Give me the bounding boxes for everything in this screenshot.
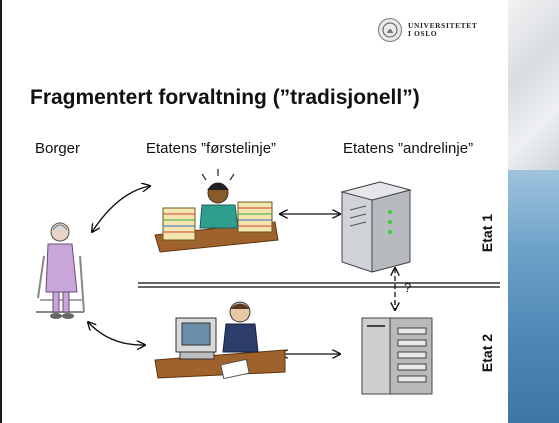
decorative-side-panel [508, 0, 559, 423]
arrow-citizen-agency2 [88, 322, 145, 345]
column-label-citizen: Borger [35, 140, 81, 157]
side-panel-top [508, 0, 559, 170]
stressed-clerk-icon [154, 169, 279, 253]
computer-clerk-icon [154, 301, 286, 380]
university-name-line1: UNIVERSITETET [408, 21, 478, 30]
university-seal-icon [378, 18, 402, 42]
question-mark: ? [404, 280, 411, 295]
agency2-label: Etat 2 [479, 333, 496, 373]
server-tower-icon [340, 181, 412, 273]
left-border [0, 0, 2, 423]
side-panel-bottom [508, 170, 559, 423]
column-label-second-line: Etatens ”andrelinje” [343, 140, 474, 157]
column-label-first-line: Etatens ”førstelinje” [146, 140, 277, 157]
agency1-label: Etat 1 [479, 213, 496, 253]
arrow-citizen-agency1 [92, 186, 150, 232]
elderly-person-icon [36, 222, 85, 319]
university-logo: UNIVERSITETET I OSLO [378, 18, 478, 42]
university-name: UNIVERSITETET I OSLO [408, 22, 478, 38]
agency-separator [138, 282, 500, 288]
server-cabinet-icon [361, 317, 433, 395]
slide-title: Fragmentert forvaltning (”tradisjonell”) [30, 86, 420, 109]
university-name-line2: I OSLO [408, 29, 438, 38]
